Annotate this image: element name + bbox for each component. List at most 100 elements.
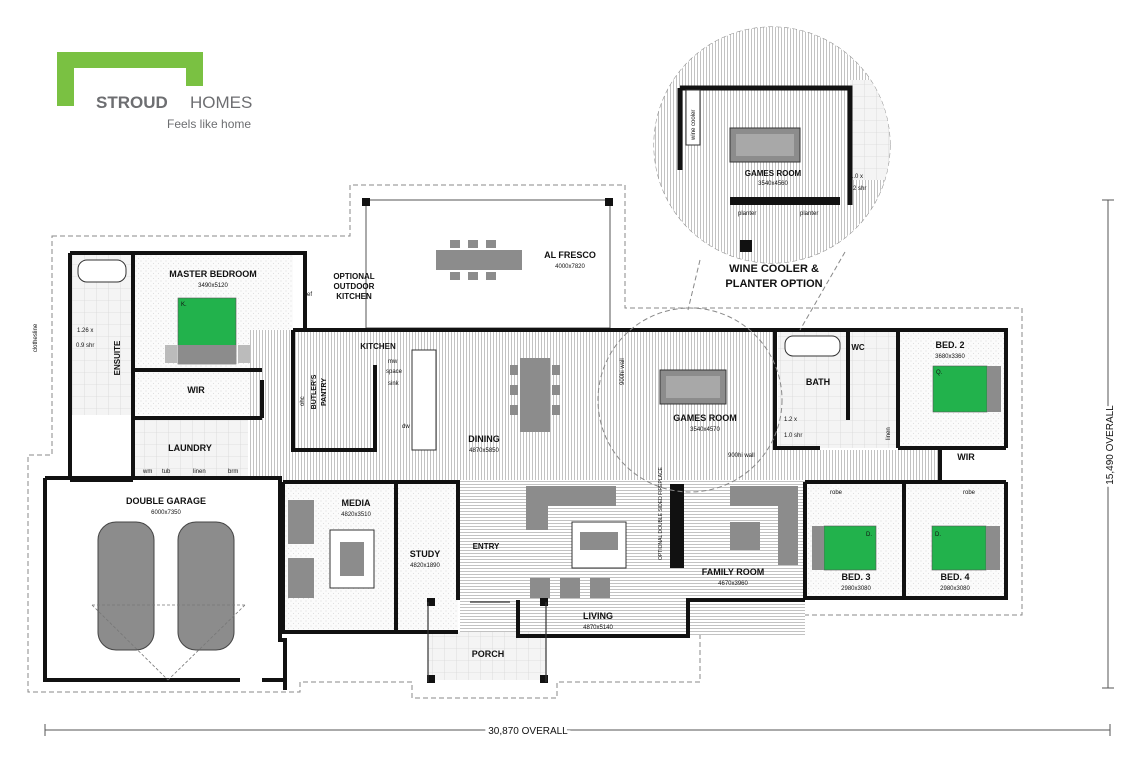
ensuite-shower-2: 0.9 shr xyxy=(76,343,94,349)
master-bed-size: K. xyxy=(181,302,187,308)
bathroom-bathtub xyxy=(784,335,841,357)
inset-games-room-label: GAMES ROOM xyxy=(745,169,802,178)
bed4-label: BED. 4 xyxy=(940,572,969,582)
walls xyxy=(43,251,1008,690)
overall-dimensions xyxy=(44,199,1114,736)
ensuite-shower-1: 1.26 x xyxy=(77,328,93,334)
bath-linen-label: linen xyxy=(886,427,892,440)
overall-width-label: 30,870 OVERALL xyxy=(488,726,568,737)
sink-label: sink xyxy=(388,381,400,387)
inset-title-line2: PLANTER OPTION xyxy=(725,278,822,290)
alfresco-label: AL FRESCO xyxy=(544,250,596,260)
robe-label-bed3: robe xyxy=(830,490,843,496)
room-labels: MASTER BEDROOM 3490x5120 WIR ENSUITE LAU… xyxy=(113,250,975,659)
wall-900-label-1: 900hi wall xyxy=(620,358,626,385)
dw-label: dw xyxy=(402,424,410,430)
porch-posts xyxy=(362,198,613,683)
ensuite-label: ENSUITE xyxy=(113,340,122,375)
inset-connector xyxy=(687,251,846,331)
clothesline-label: clothesline xyxy=(33,323,39,352)
ref-label: ref xyxy=(305,292,312,298)
logo-mark-icon xyxy=(57,52,203,106)
kitchen-label: KITCHEN xyxy=(360,342,396,351)
fixture-labels: clothesline 1.26 x 0.9 shr ref ohc mw sp… xyxy=(33,292,976,560)
living-dim: 4870x5140 xyxy=(583,625,613,631)
master-bed xyxy=(165,297,250,365)
family-room-dim: 4670x3960 xyxy=(718,581,748,587)
double-garage-dim: 6000x7350 xyxy=(151,510,181,516)
bed4-size: D. xyxy=(935,532,941,538)
wc-label: WC xyxy=(851,343,865,352)
mw-label: mw xyxy=(388,359,398,365)
ohc-label: ohc xyxy=(300,396,306,406)
games-room-dim: 3540x4570 xyxy=(690,427,720,433)
alfresco-table xyxy=(436,240,522,280)
master-bedroom-label: MASTER BEDROOM xyxy=(169,269,257,279)
fireplace-label: OPTIONAL DOUBLE SIDED FIREPLACE xyxy=(658,466,664,560)
laundry-label: LAUNDRY xyxy=(168,443,212,453)
study-dim: 4820x1890 xyxy=(410,563,440,569)
bed3-size: D. xyxy=(866,532,872,538)
brand-name-part2: HOMES xyxy=(190,93,252,112)
media-furniture xyxy=(288,500,375,598)
broom-label: brm xyxy=(228,469,238,475)
ensuite-bathtub xyxy=(77,259,127,283)
outdoor-kitchen-line1: OPTIONAL xyxy=(333,272,374,281)
dining-label: DINING xyxy=(468,434,500,444)
bed4-dim: 2980x3080 xyxy=(940,586,970,592)
study-label: STUDY xyxy=(410,549,441,559)
garage-door-lines xyxy=(91,604,246,681)
garage-cars xyxy=(97,521,235,651)
outdoor-kitchen-line2: OUTDOOR xyxy=(334,282,375,291)
stroud-homes-logo: STROUD HOMES Feels like home xyxy=(57,52,252,131)
media-label: MEDIA xyxy=(342,498,372,508)
inset-wine-cooler-label: wine cooler xyxy=(691,110,697,141)
inset-detail: WINE COOLER & PLANTER OPTION GAMES ROOM … xyxy=(653,26,891,290)
bed3-label: BED. 3 xyxy=(841,572,870,582)
bed2-dim: 3680x3360 xyxy=(935,354,965,360)
brand-name-part1: STROUD xyxy=(96,93,168,112)
pool-table xyxy=(659,369,727,405)
bed2-bed xyxy=(932,365,1001,413)
games-room-highlight xyxy=(597,307,783,493)
inset-planter-label-1: planter xyxy=(738,211,756,217)
double-garage-label: DOUBLE GARAGE xyxy=(126,496,206,506)
living-label: LIVING xyxy=(583,611,613,621)
bath-label: BATH xyxy=(806,377,830,387)
inset-planter-label-2: planter xyxy=(800,211,818,217)
bed4-bed xyxy=(931,525,1000,571)
hall-timber-floor xyxy=(775,450,940,480)
butlers-pantry-line2: PANTRY xyxy=(321,378,328,406)
outdoor-kitchen-line3: KITCHEN xyxy=(336,292,372,301)
washing-machine-label: wm xyxy=(142,469,152,475)
bed3-bed xyxy=(812,525,877,571)
tub-label: tub xyxy=(162,469,171,475)
wall-900-label-2: 900hi wall xyxy=(728,453,755,459)
site-outline xyxy=(27,184,1023,699)
master-bedroom-dim: 3490x5120 xyxy=(198,283,228,289)
master-wir-label: WIR xyxy=(187,385,205,395)
inset-shower-label-1: 1.0 x xyxy=(850,174,863,180)
butlers-pantry-line1: BUTLER'S xyxy=(311,374,318,409)
family-room-label: FAMILY ROOM xyxy=(702,567,765,577)
alfresco-dim: 4000x7820 xyxy=(555,264,585,270)
living-furniture xyxy=(526,486,627,598)
overall-depth-label: 15,490 OVERALL xyxy=(1105,405,1116,485)
bed2-label: BED. 2 xyxy=(935,340,964,350)
porch-floor xyxy=(428,632,546,680)
entry-label: ENTRY xyxy=(473,542,500,551)
dining-table xyxy=(510,358,560,432)
space-label: space xyxy=(386,369,403,375)
porch-outline xyxy=(427,601,547,682)
inset-games-room-dim: 3540x4560 xyxy=(758,181,788,187)
kitchen-island xyxy=(411,349,437,451)
alfresco-floor xyxy=(365,199,611,329)
inset-shower-label-2: 1.2 shr xyxy=(848,186,866,192)
media-dim: 4820x3510 xyxy=(341,512,371,518)
bed2-wir-label: WIR xyxy=(957,452,975,462)
robe-label-bed4: robe xyxy=(963,490,976,496)
study-floor xyxy=(396,482,458,632)
bed2-size: Q. xyxy=(936,370,943,376)
bath-shower-1: 1.2 x xyxy=(784,417,797,423)
